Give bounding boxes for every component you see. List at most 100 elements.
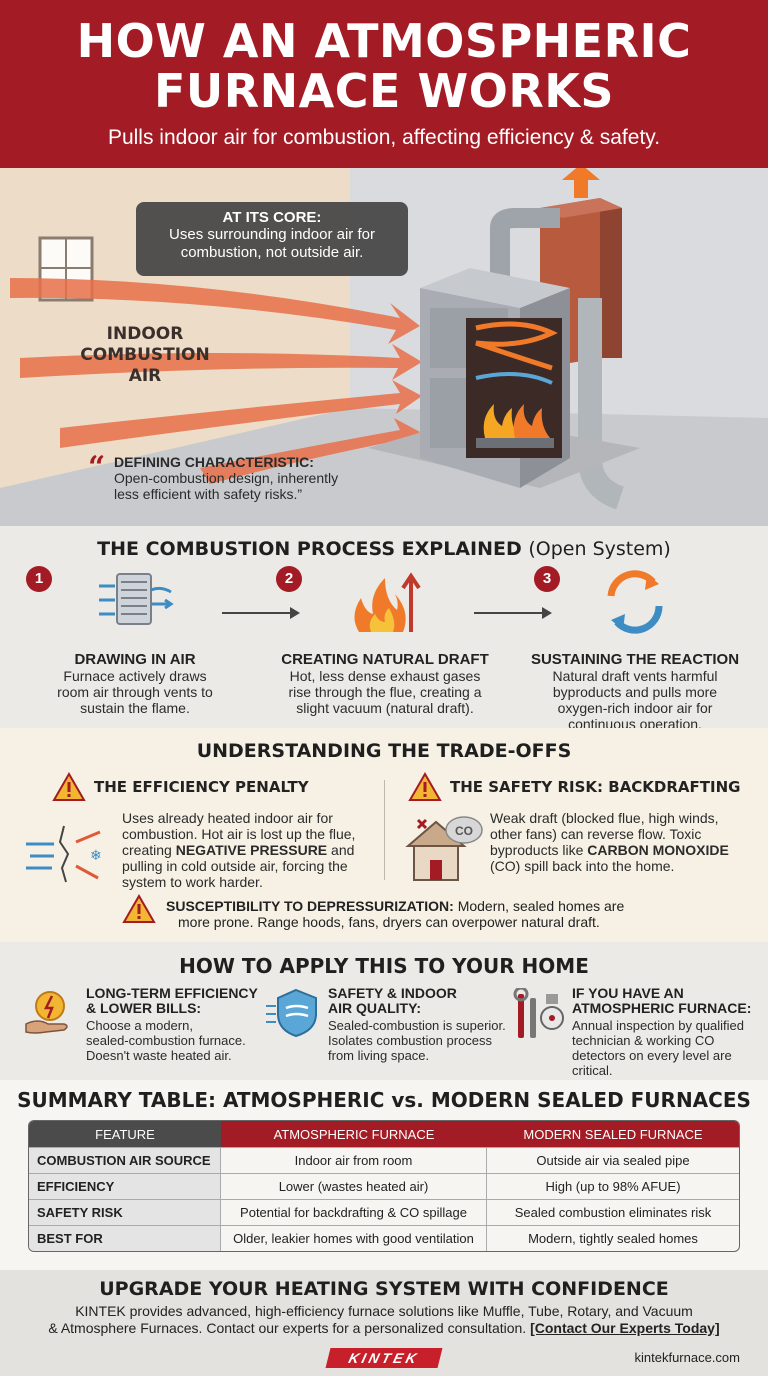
summary-table: FEATURE ATMOSPHERIC FURNACE MODERN SEALE…: [28, 1120, 740, 1252]
step-label: CREATING NATURAL DRAFT: [281, 651, 489, 668]
apply-head-2b: AIR QUALITY:: [328, 1000, 422, 1016]
header-banner: HOW AN ATMOSPHERIC FURNACE WORKS Pulls i…: [0, 0, 768, 168]
step-natural-draft: 2 CREATING NATURAL DRAFT Hot, less dense…: [270, 566, 500, 716]
table-row: COMBUSTION AIR SOURCE Indoor air from ro…: [29, 1147, 739, 1173]
step-desc-1: Natural draft vents harmful: [552, 668, 718, 684]
tradeoffs-section: UNDERSTANDING THE TRADE-OFFS THE EFFICIE…: [0, 728, 768, 942]
core-callout: AT ITS CORE: Uses surrounding indoor air…: [136, 202, 408, 276]
efficiency-line-3: creating NEGATIVE PRESSURE and: [122, 842, 384, 858]
tools-detector-icon: [513, 988, 564, 1038]
step-arrow-1: [222, 607, 300, 619]
table-cell: Potential for backdrafting & CO spillage: [221, 1199, 487, 1225]
safety-line-3: byproducts like CARBON MONOXIDE: [490, 842, 760, 858]
table-row: EFFICIENCY Lower (wastes heated air) Hig…: [29, 1173, 739, 1199]
footer-cta: UPGRADE YOUR HEATING SYSTEM WITH CONFIDE…: [0, 1270, 768, 1376]
table-header-row: FEATURE ATMOSPHERIC FURNACE MODERN SEALE…: [29, 1121, 739, 1147]
safety-line-1: Weak draft (blocked flue, high winds,: [490, 810, 719, 826]
apply-head-3b: ATMOSPHERIC FURNACE:: [572, 1000, 752, 1016]
apply-title: HOW TO APPLY THIS TO YOUR HOME: [179, 954, 589, 978]
defining-quote: “ DEFINING CHARACTERISTIC: Open-combusti…: [88, 450, 388, 502]
furnace-unit: [420, 268, 570, 488]
col-header-sealed: MODERN SEALED FURNACE: [487, 1121, 739, 1147]
table-cell: High (up to 98% AFUE): [487, 1173, 739, 1199]
warning-icon: [408, 772, 442, 801]
apply-atmospheric: IF YOU HAVE AN ATMOSPHERIC FURNACE: Annu…: [510, 986, 760, 1078]
safety-line-2: other fans) can reverse flow. Toxic: [490, 826, 702, 842]
shield-air-icon: [266, 988, 317, 1038]
core-line-1: Uses surrounding indoor air for: [169, 226, 375, 243]
table-cell: BEST FOR: [29, 1225, 221, 1251]
step-desc-2: room air through vents to: [57, 684, 213, 700]
page-title: HOW AN ATMOSPHERIC FURNACE WORKS: [0, 0, 768, 116]
depressurization-note: SUSCEPTIBILITY TO DEPRESSURIZATION: Mode…: [122, 894, 722, 930]
efficiency-line-2: combustion. Hot air is lost up the flue,: [122, 826, 356, 842]
warning-icon: [52, 772, 86, 801]
table-row: SAFETY RISK Potential for backdrafting &…: [29, 1199, 739, 1225]
website-link[interactable]: kintekfurnace.com: [634, 1350, 741, 1365]
depress-text-1: Modern, sealed homes are: [453, 898, 625, 914]
step-label: DRAWING IN AIR: [74, 651, 196, 668]
title-line-1: HOW AN ATMOSPHERIC: [76, 14, 692, 68]
savings-hand-icon: [25, 991, 68, 1034]
depress-line-1: SUSCEPTIBILITY TO DEPRESSURIZATION: Mode…: [166, 898, 722, 914]
hero-illustration: AT ITS CORE: Uses surrounding indoor air…: [0, 168, 768, 526]
table-cell: SAFETY RISK: [29, 1199, 221, 1225]
safety-head: THE SAFETY RISK: BACKDRAFTING: [450, 778, 741, 796]
core-line-2: combustion, not outside air.: [180, 244, 364, 261]
contact-experts-link[interactable]: [Contact Our Experts Today]: [530, 1320, 720, 1336]
apply-desc-1c: Doesn't waste heated air.: [86, 1048, 232, 1063]
quote-mark-icon: “: [88, 450, 106, 485]
efficiency-line-3-pre: creating: [122, 842, 176, 858]
apply-desc-1b: sealed-combustion furnace.: [86, 1033, 246, 1048]
step-label: SUSTAINING THE REACTION: [530, 651, 740, 668]
step-desc-3: oxygen-rich indoor air for: [557, 700, 713, 716]
apply-desc-3d: critical.: [572, 1063, 613, 1078]
table-cell: Outside air via sealed pipe: [487, 1147, 739, 1173]
efficiency-head: THE EFFICIENCY PENALTY: [94, 778, 309, 796]
apply-desc-2b: Isolates combustion process: [328, 1033, 493, 1048]
title-line-2: FURNACE WORKS: [153, 64, 615, 118]
col-header-feature: FEATURE: [29, 1121, 221, 1147]
indoor-air-label: INDOOR COMBUSTION AIR: [80, 324, 210, 386]
step-drawing-air: 1 DRAWING IN AIR Furnace actively draws …: [20, 566, 250, 716]
footer-line-2-text: & Atmosphere Furnaces. Contact our exper…: [48, 1320, 531, 1336]
table-cell: Sealed combustion eliminates risk: [487, 1199, 739, 1225]
apply-desc-2a: Sealed-combustion is superior.: [328, 1018, 506, 1033]
step-desc-1: Hot, less dense exhaust gases: [289, 668, 481, 684]
efficiency-line-3-post: and: [327, 842, 355, 858]
step-number: 1: [26, 566, 52, 592]
tradeoffs-divider: [384, 780, 385, 880]
footer-line-1: KINTEK provides advanced, high-efficienc…: [75, 1303, 693, 1319]
step-sustaining: 3 SUSTAINING THE REACTION Natural draft …: [520, 566, 750, 732]
table-cell: Modern, tightly sealed homes: [487, 1225, 739, 1251]
table-cell: EFFICIENCY: [29, 1173, 221, 1199]
apply-safety: SAFETY & INDOOR AIR QUALITY: Sealed-comb…: [266, 986, 512, 1063]
quote-title: DEFINING CHARACTERISTIC:: [114, 454, 314, 470]
house-co-icon: CO: [405, 816, 483, 881]
apply-desc-2c: from living space.: [328, 1048, 430, 1063]
summary-section: SUMMARY TABLE: ATMOSPHERIC vs. MODERN SE…: [0, 1080, 768, 1270]
kintek-logo: KINTEK: [325, 1348, 443, 1368]
flame-icon: [483, 404, 550, 438]
summary-title: SUMMARY TABLE: ATMOSPHERIC vs. MODERN SE…: [17, 1088, 751, 1112]
flame-draft-icon: [354, 572, 421, 632]
process-title-suffix: (Open System): [528, 538, 671, 560]
vent-airflow-icon: [99, 573, 174, 625]
process-section: THE COMBUSTION PROCESS EXPLAINED (Open S…: [0, 526, 768, 732]
step-desc-2: byproducts and pulls more: [552, 684, 718, 700]
step-arrow-2: [474, 607, 552, 619]
tradeoffs-title: UNDERSTANDING THE TRADE-OFFS: [196, 740, 572, 762]
table-row: BEST FOR Older, leakier homes with good …: [29, 1225, 739, 1251]
co-cloud-label: CO: [455, 824, 473, 838]
footer-title: UPGRADE YOUR HEATING SYSTEM WITH CONFIDE…: [99, 1278, 669, 1300]
core-title: AT ITS CORE:: [222, 209, 322, 226]
furnace-scene: [0, 168, 768, 526]
apply-head-1b: & LOWER BILLS:: [86, 1000, 202, 1016]
efficiency-line-5: system to work harder.: [122, 874, 263, 890]
efficiency-line-4: pulling in cold outside air, forcing the: [122, 858, 348, 874]
process-title: THE COMBUSTION PROCESS EXPLAINED (Open S…: [0, 526, 768, 560]
page-subtitle: Pulls indoor air for combustion, affecti…: [107, 126, 661, 149]
footer-line-2: & Atmosphere Furnaces. Contact our exper…: [0, 1320, 768, 1337]
carbon-monoxide-term: CARBON MONOXIDE: [587, 842, 729, 858]
apply-desc-3a: Annual inspection by qualified: [572, 1018, 745, 1033]
